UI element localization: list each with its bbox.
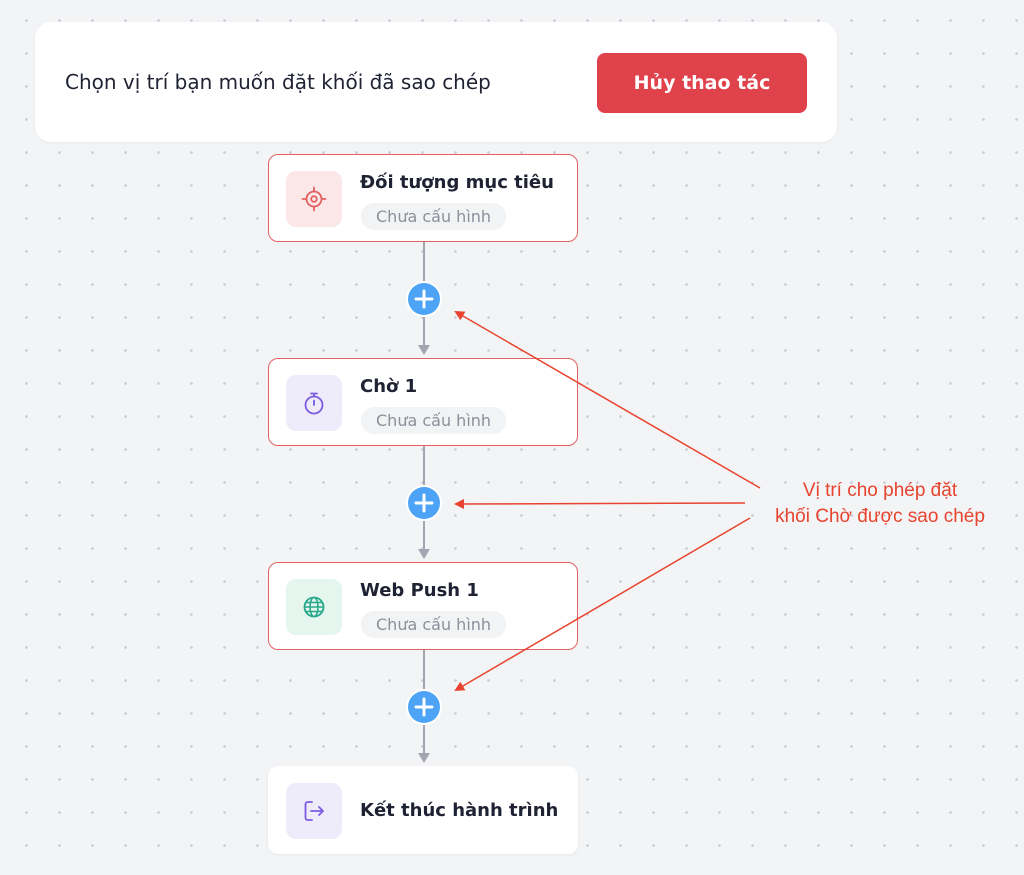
target-icon-box <box>286 171 342 227</box>
connector-arrowhead <box>418 549 430 559</box>
plus-icon <box>414 289 434 309</box>
copy-placement-banner: Chọn vị trí bạn muốn đặt khối đã sao ché… <box>35 22 837 142</box>
node-title: Web Push 1 <box>360 580 479 601</box>
connector-arrowhead <box>418 345 430 355</box>
node-end-journey[interactable]: Kết thúc hành trình <box>268 766 578 854</box>
exit-icon <box>304 801 324 821</box>
add-block-button[interactable] <box>408 487 440 519</box>
add-block-button[interactable] <box>408 283 440 315</box>
cancel-button[interactable]: Hủy thao tác <box>597 53 807 113</box>
annotation-arrow <box>454 517 751 692</box>
annotation-text: Vị trí cho phép đặt khối Chờ được sao ch… <box>745 478 1015 530</box>
banner-instruction: Chọn vị trí bạn muốn đặt khối đã sao ché… <box>65 70 491 94</box>
plus-icon <box>414 493 434 513</box>
node-title: Chờ 1 <box>360 376 418 397</box>
timer-icon <box>304 392 324 415</box>
status-badge: Chưa cấu hình <box>361 611 507 638</box>
status-badge: Chưa cấu hình <box>361 407 507 434</box>
add-block-button[interactable] <box>408 691 440 723</box>
globe-icon-box <box>286 579 342 635</box>
annotation-arrow <box>454 498 746 509</box>
globe-icon <box>303 596 325 618</box>
plus-icon <box>414 697 434 717</box>
status-badge: Chưa cấu hình <box>361 203 507 230</box>
target-icon <box>301 186 327 212</box>
node-web-push[interactable]: Web Push 1 Chưa cấu hình <box>268 562 578 650</box>
annotation-arrow <box>454 310 761 489</box>
node-wait[interactable]: Chờ 1 Chưa cấu hình <box>268 358 578 446</box>
exit-icon-box <box>286 783 342 839</box>
timer-icon-box <box>286 375 342 431</box>
annotation-line-2: khối Chờ được sao chép <box>775 506 985 527</box>
node-title: Đối tượng mục tiêu <box>360 172 554 193</box>
annotation-line-1: Vị trí cho phép đặt <box>802 480 958 501</box>
node-title: Kết thúc hành trình <box>360 800 559 821</box>
connector-arrowhead <box>418 753 430 763</box>
node-target-audience[interactable]: Đối tượng mục tiêu Chưa cấu hình <box>268 154 578 242</box>
